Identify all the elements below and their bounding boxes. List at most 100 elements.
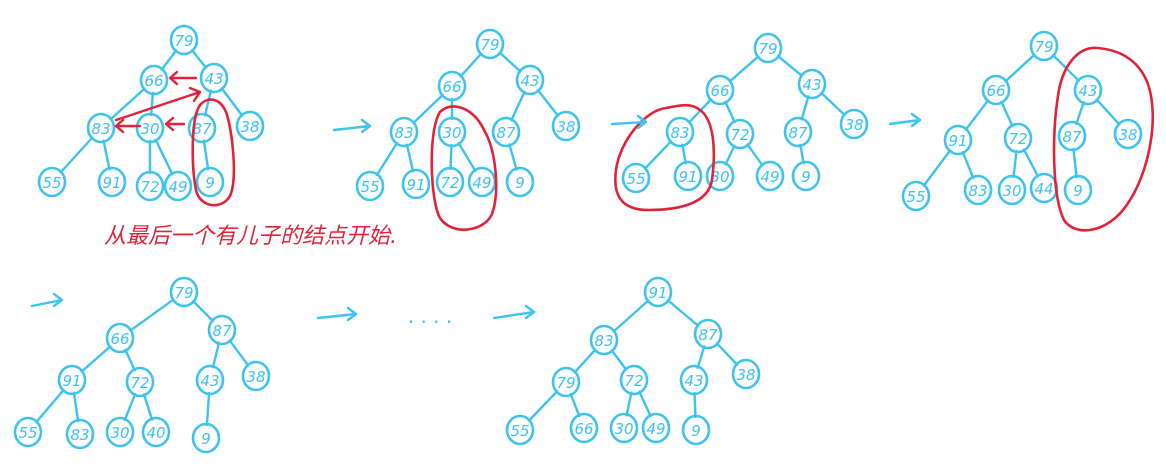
tree-node-label: 43	[200, 372, 219, 390]
tree-node-label: 83	[70, 426, 89, 444]
tree-node-label: 91	[406, 176, 425, 194]
tree-node-circle	[235, 110, 265, 142]
tree-node-label: 38	[844, 116, 863, 134]
tree-node-label: 72	[1008, 130, 1027, 148]
tree-node-circle	[705, 74, 735, 106]
tree-edge	[142, 393, 154, 421]
tree-node-circle	[997, 174, 1027, 206]
tree-node-label: 43	[1078, 82, 1097, 100]
tree-node-label: 9	[205, 174, 215, 192]
tree-node-circle	[475, 28, 505, 60]
tree-edge	[510, 90, 526, 122]
tree-node-circle	[105, 322, 135, 354]
tree-edge	[508, 143, 518, 171]
tree-node-circle	[505, 166, 535, 198]
tree-node-circle	[755, 160, 785, 192]
tree-node-circle	[401, 168, 431, 200]
tree-edge	[776, 55, 804, 77]
tree-node-circle	[551, 110, 581, 142]
tree-node-label: 9	[515, 174, 525, 192]
tree-edge	[612, 299, 650, 333]
right-arrow-icon	[332, 118, 372, 134]
tree-node-label: 66	[986, 82, 1005, 100]
tree-node-label: 40	[146, 424, 165, 442]
tree-node-circle	[619, 364, 649, 396]
tree-node-label: 72	[624, 372, 643, 390]
tree-edge	[681, 143, 687, 165]
tree-edge	[124, 348, 136, 372]
tree-node-circle	[901, 180, 931, 212]
tree-edge	[799, 143, 805, 165]
tree-node-label: 83	[394, 124, 413, 142]
tree-node-circle	[37, 166, 67, 198]
right-arrow-icon	[492, 304, 536, 320]
tree-node-circle	[355, 170, 385, 202]
tree-node-circle	[207, 314, 237, 346]
tree-edge	[1000, 100, 1014, 128]
tree-node-circle	[435, 166, 465, 198]
tree-node-label: 9	[801, 168, 811, 186]
tree-node-label: 83	[670, 124, 689, 142]
tree-edge	[964, 99, 990, 131]
tree-node-circle	[665, 116, 695, 148]
tree-edge	[211, 341, 221, 369]
tree-edge	[666, 299, 700, 327]
tree-edge	[573, 348, 597, 374]
tree-edge	[527, 390, 559, 422]
tree-node-label: 87	[496, 124, 516, 142]
annotation-text: 从最后一个有儿子的结点开始.	[104, 224, 397, 249]
tree-edge	[1072, 147, 1078, 179]
tree-edge	[109, 87, 146, 121]
tree-node-label: 30	[1002, 182, 1021, 200]
tree-edge	[746, 143, 764, 167]
highlight-subtree-30	[430, 105, 498, 231]
tree-edges	[35, 49, 1121, 427]
tree-node-circle	[195, 364, 225, 396]
tree-node-label: 49	[168, 178, 187, 196]
tree-node-label: 43	[204, 70, 223, 88]
tree-node-label: 79	[1034, 38, 1053, 56]
tree-node-label: 30	[140, 120, 159, 138]
tree-node-circle	[753, 32, 783, 64]
tree-node-label: 38	[246, 368, 265, 386]
tree-node-label: 83	[594, 332, 613, 350]
highlight-subtree-87-9	[191, 98, 236, 207]
tree-node-label: 30	[614, 420, 633, 438]
tree-edge	[693, 391, 697, 419]
tree-node-label: 66	[144, 72, 163, 90]
tree-node-circle	[693, 318, 723, 350]
tree-node-circle	[169, 276, 199, 308]
tree-edge	[220, 87, 244, 117]
highlight-subtree-83	[614, 103, 716, 212]
tree-node-circle	[839, 108, 869, 140]
tree-node-label: 87	[788, 124, 808, 142]
tree-node-label: 79	[556, 374, 575, 392]
tree-edge	[205, 391, 211, 427]
tree-edge	[1012, 149, 1018, 179]
tree-node-circle	[705, 160, 735, 192]
tree-node-label: 91	[678, 168, 697, 186]
tree-node-circle	[791, 160, 821, 192]
tree-node-circle	[97, 166, 127, 198]
tree-edge	[191, 299, 215, 323]
tree-node-circle	[797, 68, 827, 100]
tree-node-circle	[139, 64, 169, 96]
tree-edge	[190, 49, 208, 69]
highlight-subtree-43	[1052, 46, 1155, 232]
tree-node-circle	[569, 412, 599, 444]
tree-node-label: 30	[710, 168, 729, 186]
tree-node-label: 91	[102, 174, 121, 192]
tree-node-circle	[1063, 174, 1093, 206]
tree-node-label: 72	[130, 374, 149, 392]
tree-node-circle	[1029, 30, 1059, 62]
tree-edge	[696, 345, 706, 369]
tree-node-label: 79	[758, 40, 777, 58]
tree-node-label: 79	[174, 284, 193, 302]
tree-node-circle	[187, 112, 217, 144]
ellipsis-text: . . . .	[408, 304, 453, 328]
tree-edge	[1075, 101, 1085, 125]
